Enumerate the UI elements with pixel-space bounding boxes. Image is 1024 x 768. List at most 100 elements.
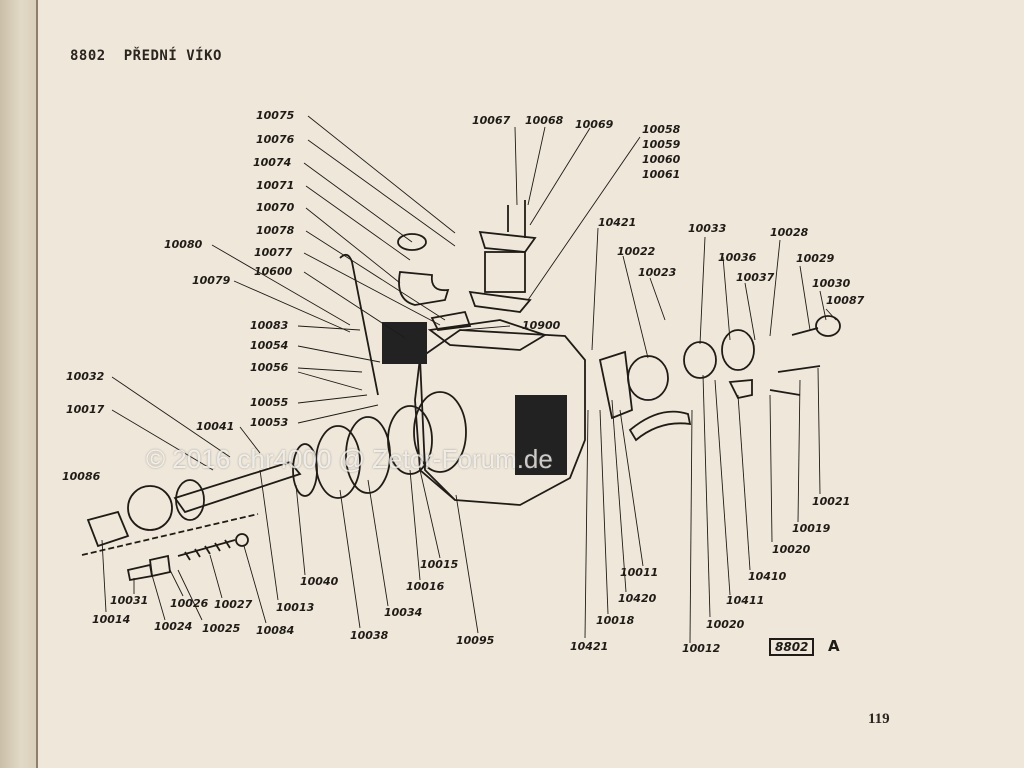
breather-stem bbox=[507, 200, 526, 238]
section-code: 8802 bbox=[70, 48, 106, 64]
part-label-10067: 10067 bbox=[472, 114, 511, 127]
part-label-10012: 10012 bbox=[682, 642, 721, 655]
part-label-10078: 10078 bbox=[256, 224, 295, 237]
figure-reference-suffix: A bbox=[828, 637, 840, 655]
seal-ring-b bbox=[315, 425, 361, 499]
part-label-10053: 10053 bbox=[250, 416, 289, 429]
part-label-10027: 10027 bbox=[214, 598, 253, 611]
part-label-10028: 10028 bbox=[770, 226, 809, 239]
part-label-10087: 10087 bbox=[826, 294, 865, 307]
part-label-10077: 10077 bbox=[254, 246, 293, 259]
part-label-10056: 10056 bbox=[250, 361, 289, 374]
part-label-10071: 10071 bbox=[256, 179, 295, 192]
part-label-10079: 10079 bbox=[192, 274, 231, 287]
part-label-10023: 10023 bbox=[638, 266, 677, 279]
elbow-fitting bbox=[728, 379, 753, 400]
adjust-group-line bbox=[81, 513, 259, 556]
part-label-10031: 10031 bbox=[110, 594, 149, 607]
part-label-10600: 10600 bbox=[254, 265, 293, 278]
part-label-10420: 10420 bbox=[618, 592, 657, 605]
figure-reference-box: 8802 bbox=[769, 638, 815, 656]
seal-a bbox=[683, 341, 717, 379]
part-label-10054: 10054 bbox=[250, 339, 289, 352]
housing-body bbox=[419, 329, 586, 506]
part-label-10080: 10080 bbox=[164, 238, 203, 251]
shim bbox=[628, 410, 692, 442]
part-label-10017: 10017 bbox=[66, 403, 105, 416]
part-label-10030: 10030 bbox=[812, 277, 851, 290]
seal-b bbox=[721, 329, 755, 371]
part-label-10036: 10036 bbox=[718, 251, 757, 264]
part-label-10060: 10060 bbox=[642, 153, 681, 166]
adjust-sleeve bbox=[149, 554, 171, 578]
slotted-ring bbox=[127, 485, 173, 531]
part-label-10019: 10019 bbox=[792, 522, 831, 535]
part-label-10068: 10068 bbox=[525, 114, 564, 127]
lock-nut bbox=[86, 510, 130, 548]
part-label-10076: 10076 bbox=[256, 133, 295, 146]
part-label-10084: 10084 bbox=[256, 624, 295, 637]
section-title: PŘEDNÍ VÍKO bbox=[123, 48, 222, 64]
part-label-10029: 10029 bbox=[796, 252, 835, 265]
shaft bbox=[173, 460, 302, 514]
plunger bbox=[791, 327, 819, 336]
part-label-10013: 10013 bbox=[276, 601, 315, 614]
bracket bbox=[598, 350, 633, 420]
adjust-screw bbox=[126, 563, 154, 582]
housing-flange bbox=[414, 357, 456, 501]
leader-lines bbox=[101, 115, 837, 644]
part-label-10034: 10034 bbox=[384, 606, 423, 619]
part-label-10070: 10070 bbox=[256, 201, 295, 214]
part-label-10014: 10014 bbox=[92, 613, 131, 626]
part-label-10011: 10011 bbox=[620, 566, 659, 579]
part-label-10075: 10075 bbox=[256, 109, 295, 122]
part-label-10421-bottom: 10421 bbox=[570, 640, 609, 653]
part-label-10016: 10016 bbox=[406, 580, 445, 593]
breather-cap bbox=[478, 230, 537, 253]
part-label-10032: 10032 bbox=[66, 370, 105, 383]
knurled-cap bbox=[815, 315, 841, 337]
filler-gasket bbox=[430, 310, 472, 331]
spring-coils bbox=[184, 539, 231, 561]
part-label-10095: 10095 bbox=[456, 634, 495, 647]
breather-flange bbox=[468, 290, 532, 313]
part-label-10020-lower: 10020 bbox=[706, 618, 745, 631]
part-label-10015: 10015 bbox=[420, 558, 459, 571]
dipstick bbox=[339, 253, 379, 396]
adjust-nut bbox=[235, 533, 249, 547]
part-label-10421-top: 10421 bbox=[598, 216, 637, 229]
part-label-10411: 10411 bbox=[726, 594, 765, 607]
watermark: © 2016 chr4000 @ Zetor-Forum.de bbox=[146, 444, 553, 474]
bracket-ring bbox=[627, 355, 669, 401]
part-label-10033: 10033 bbox=[688, 222, 727, 235]
part-label-10041: 10041 bbox=[196, 420, 235, 433]
part-label-10020-upper: 10020 bbox=[772, 543, 811, 556]
part-label-10021: 10021 bbox=[812, 495, 851, 508]
part-label-10022: 10022 bbox=[617, 245, 656, 258]
part-label-10037: 10037 bbox=[736, 271, 775, 284]
pin bbox=[769, 389, 801, 396]
page-edge bbox=[36, 0, 38, 768]
part-label-10083: 10083 bbox=[250, 319, 289, 332]
part-label-10086: 10086 bbox=[62, 470, 101, 483]
part-label-10900: 10900 bbox=[522, 319, 561, 332]
part-label-10069: 10069 bbox=[575, 118, 614, 131]
bracket-line bbox=[777, 365, 821, 373]
part-label-10058: 10058 bbox=[642, 123, 681, 136]
filler-cap bbox=[397, 233, 427, 251]
filler-elbow bbox=[398, 271, 450, 306]
part-label-10074: 10074 bbox=[253, 156, 292, 169]
part-label-10038: 10038 bbox=[350, 629, 389, 642]
top-casting bbox=[427, 319, 548, 351]
filler-block bbox=[382, 322, 427, 364]
shaft-collar bbox=[175, 479, 205, 521]
part-label-10018: 10018 bbox=[596, 614, 635, 627]
part-label-10410: 10410 bbox=[748, 570, 787, 583]
part-label-10026: 10026 bbox=[170, 597, 209, 610]
page-header: 8802 PŘEDNÍ VÍKO bbox=[70, 48, 222, 64]
housing-bore bbox=[413, 391, 467, 473]
part-label-10025: 10025 bbox=[202, 622, 241, 635]
part-label-10040: 10040 bbox=[300, 575, 339, 588]
